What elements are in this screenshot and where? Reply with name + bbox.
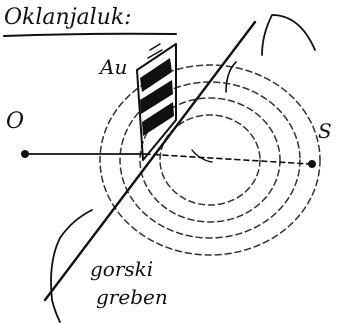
title-underline	[4, 34, 176, 36]
label-west: O	[6, 109, 24, 134]
label-ridge-line1: gorski	[90, 257, 153, 281]
label-ridge-line2: greben	[96, 285, 168, 309]
halo-rings	[100, 65, 320, 255]
arc-upper-right	[262, 15, 315, 55]
label-east: S	[318, 119, 332, 143]
point-east	[308, 160, 316, 168]
diagram-title: Oklanjaluk:	[4, 5, 132, 30]
tick-arc	[192, 150, 212, 162]
label-au: Au	[98, 55, 127, 79]
halo-ring-outer	[100, 65, 320, 255]
line-east-dashed	[145, 154, 310, 164]
